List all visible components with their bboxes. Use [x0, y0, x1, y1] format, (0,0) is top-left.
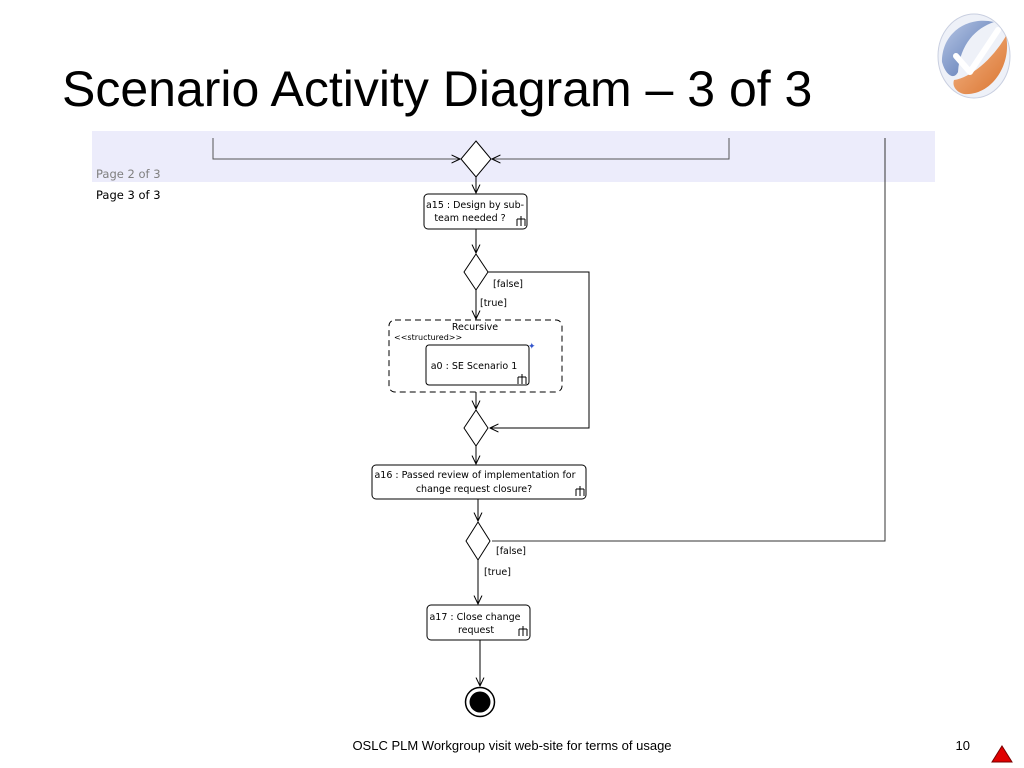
current-page-label: Page 3 of 3 — [96, 188, 161, 202]
footer-text: OSLC PLM Workgroup visit web-site for te… — [352, 738, 672, 753]
incoming-edge-right — [492, 138, 730, 159]
a17-label-line1: a17 : Close change — [429, 612, 520, 623]
region-corner-icon: ✦ — [528, 342, 536, 352]
decision-node-2 — [465, 521, 491, 561]
guard-false-1: [false] — [493, 279, 523, 290]
guard-true-2: [true] — [484, 567, 511, 578]
slide-title: Scenario Activity Diagram – 3 of 3 — [62, 61, 813, 117]
activity-final-node — [464, 686, 496, 718]
region-stereotype: <<structured>> — [394, 333, 462, 342]
guard-false-2: [false] — [496, 546, 526, 557]
a16-label-line2: change request closure? — [416, 484, 532, 495]
action-a16: a16 : Passed review of implementation fo… — [371, 464, 587, 500]
guard-true-1: [true] — [480, 298, 507, 309]
a17-label-line2: request — [458, 625, 494, 636]
region-name: Recursive — [452, 322, 498, 333]
action-a17: a17 : Close change request — [426, 604, 531, 641]
a16-label-line1: a16 : Passed review of implementation fo… — [374, 470, 575, 481]
previous-page-band — [92, 131, 935, 182]
decision-node-1 — [463, 253, 489, 291]
page-number: 10 — [955, 738, 970, 753]
triangle-up-icon[interactable] — [990, 744, 1014, 764]
a15-label-line2: team needed ? — [434, 213, 505, 224]
a15-label-line1: a15 : Design by sub- — [426, 200, 524, 211]
merge-node-2 — [463, 409, 489, 447]
loop-back-edge — [492, 138, 886, 542]
previous-page-label: Page 2 of 3 — [96, 167, 161, 181]
a0-label: a0 : SE Scenario 1 — [431, 361, 518, 372]
action-a15: a15 : Design by sub- team needed ? — [423, 193, 528, 230]
incoming-edge-left — [212, 138, 460, 159]
structured-region-recursive: Recursive <<structured>> ✦ a0 : SE Scena… — [388, 319, 563, 393]
oslc-logo — [937, 13, 1011, 99]
edge-decision1-false — [488, 271, 590, 428]
